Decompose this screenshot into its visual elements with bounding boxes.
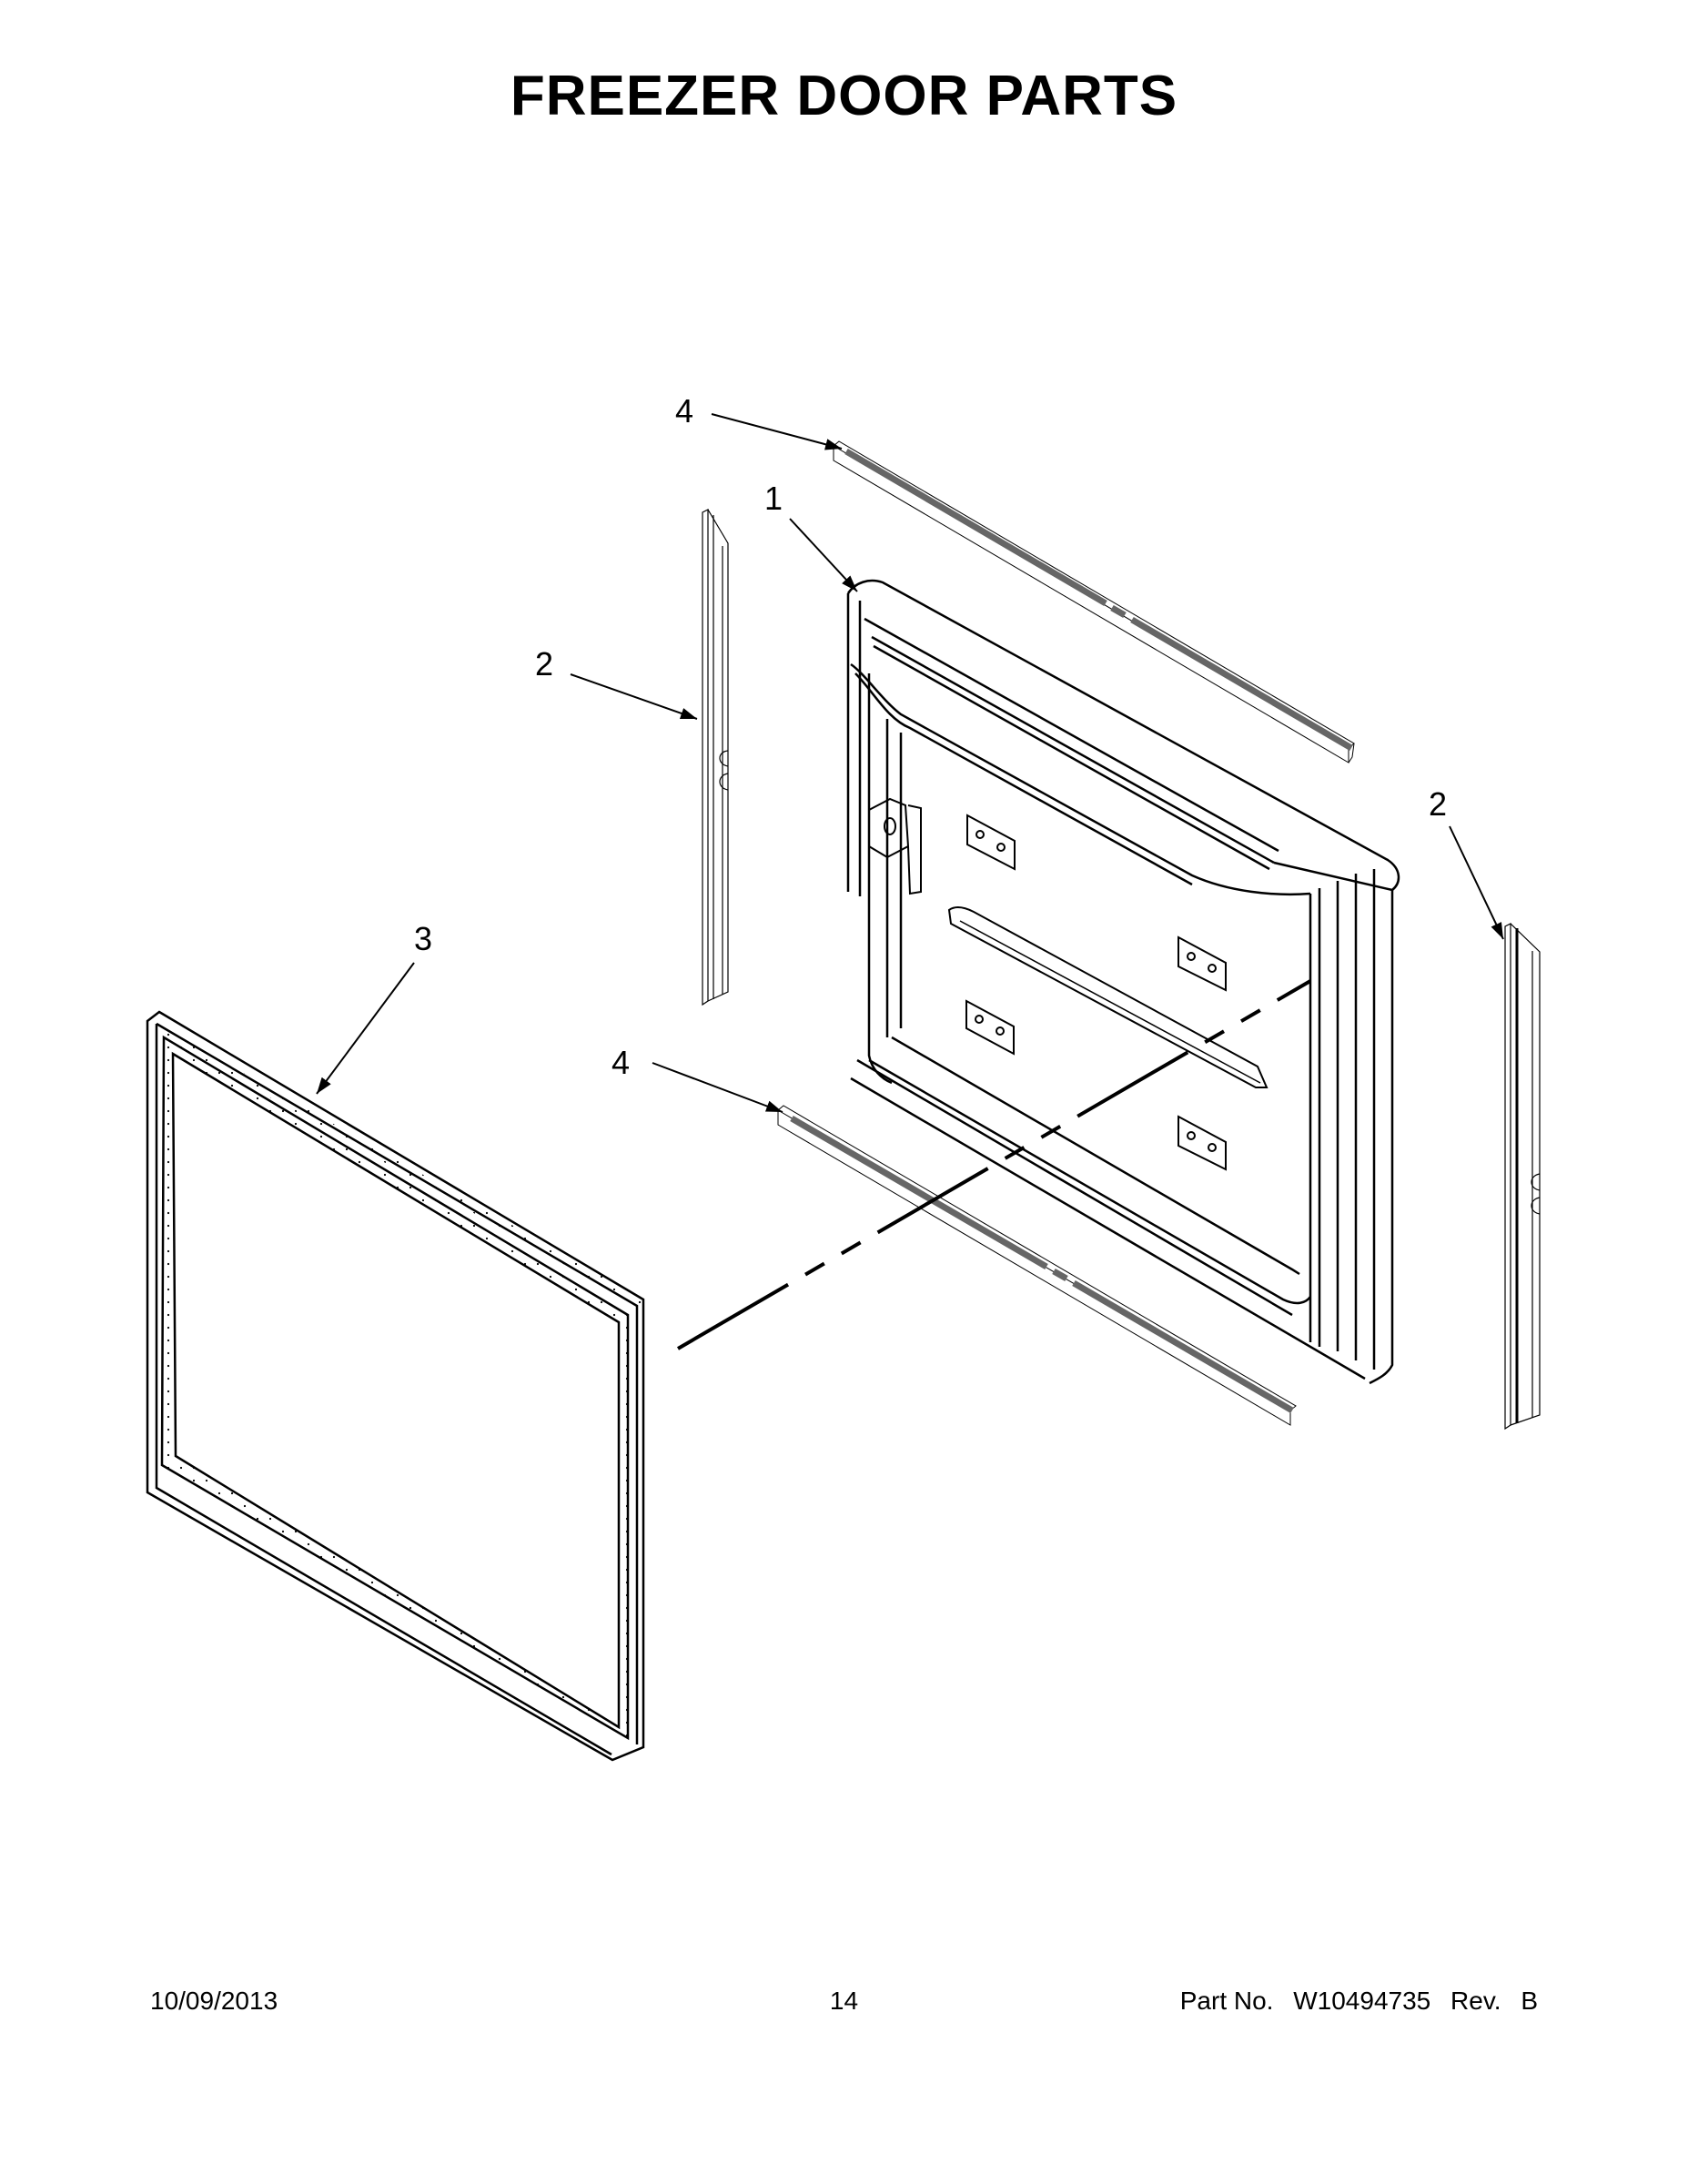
leader-3 — [316, 962, 415, 1095]
leader-4-bottom — [652, 1062, 783, 1113]
alignment-centerline — [676, 979, 1312, 1350]
page-title: FREEZER DOOR PARTS — [510, 65, 1178, 127]
callout-part-2-left[interactable]: 2 — [535, 645, 554, 682]
mounting-plate — [965, 999, 1015, 1056]
part-2-right-trim — [1504, 923, 1541, 1431]
leader-2-right — [1449, 825, 1504, 940]
part-1-freezer-door — [846, 579, 1400, 1385]
callout-part-4-bottom[interactable]: 4 — [612, 1044, 631, 1081]
part-3-gasket — [146, 1010, 645, 1762]
footer-part-number: Part No. W10494735 Rev. B — [1180, 1987, 1538, 2016]
leader-1 — [789, 518, 858, 592]
part-no-value: W10494735 — [1293, 1987, 1431, 2015]
callout-part-4-top[interactable]: 4 — [675, 392, 694, 430]
mounting-plate — [966, 814, 1016, 871]
footer-page-number: 14 — [829, 1987, 859, 2015]
part-4-top-trim — [833, 440, 1355, 763]
mounting-plate — [1178, 935, 1227, 992]
part-2-left-trim — [702, 509, 729, 1006]
part-no-label: Part No. — [1179, 1987, 1274, 2015]
leader-2-left — [570, 673, 698, 720]
callout-part-1[interactable]: 1 — [764, 480, 783, 517]
rev-value: B — [1521, 1987, 1538, 2015]
callout-part-2-right[interactable]: 2 — [1429, 785, 1448, 823]
part-4-bottom-trim — [777, 1105, 1297, 1426]
rev-label: Rev. — [1450, 1987, 1501, 2015]
footer-date: 10/09/2013 — [150, 1987, 278, 2015]
leader-4-top — [711, 413, 843, 450]
mounting-plate — [1178, 1115, 1227, 1171]
callout-part-3[interactable]: 3 — [414, 920, 433, 957]
leader-lines — [316, 413, 1504, 1113]
